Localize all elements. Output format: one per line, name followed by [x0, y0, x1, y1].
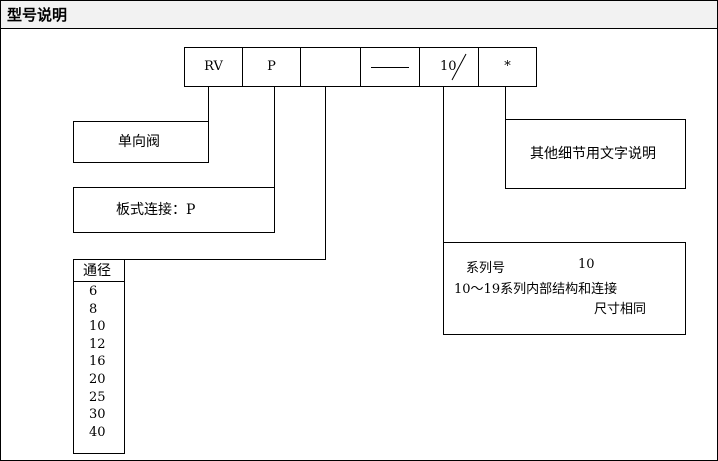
- diameter-item: 40: [89, 424, 106, 440]
- other-detail-label: 其他细节用文字说明: [530, 146, 656, 162]
- connector-detail: [505, 87, 506, 119]
- diameter-list: 6 8 10 12 16 20 25 30 40: [74, 283, 124, 441]
- diameter-item: 25: [89, 389, 106, 405]
- diameter-item: 20: [89, 371, 106, 387]
- page-title: 型号说明: [1, 1, 717, 29]
- code-cell-diameter: [300, 47, 361, 87]
- valve-type-label: 单向阀: [118, 134, 160, 150]
- connection-label: 板式连接：P: [116, 202, 196, 218]
- code-cell-series: 10: [419, 47, 479, 87]
- code-cell-p: P: [242, 47, 301, 87]
- series-note-line2: 尺寸相同: [594, 302, 647, 317]
- series-note-line1: 10～19系列内部结构和连接: [454, 282, 618, 297]
- connector-rv: [208, 87, 209, 121]
- diameter-title: 通径: [74, 260, 124, 282]
- diameter-item: 12: [89, 336, 106, 352]
- diameter-item: 8: [89, 301, 98, 317]
- connector-series: [443, 87, 444, 242]
- other-detail-box: 其他细节用文字说明: [505, 119, 686, 189]
- connector-p: [274, 87, 275, 187]
- code-cell-dash: [360, 47, 420, 87]
- connection-box: 板式连接：P: [73, 187, 275, 233]
- code-cell-detail: *: [478, 47, 537, 87]
- valve-type-box: 单向阀: [73, 121, 209, 163]
- diameter-item: 30: [89, 407, 106, 423]
- connector-diameter-h: [124, 259, 326, 260]
- series-box: 系列号 10 10～19系列内部结构和连接 尺寸相同: [443, 242, 686, 335]
- diameter-item: 10: [89, 319, 106, 335]
- code-cell-rv: RV: [184, 47, 243, 87]
- connector-diameter-v: [325, 87, 326, 259]
- dash-mark: [371, 67, 409, 68]
- series-label: 系列号: [466, 261, 506, 276]
- diameter-box: 通径: [73, 259, 125, 454]
- slash-mark: [451, 53, 467, 81]
- diameter-item: 6: [89, 284, 98, 299]
- diameter-item: 16: [89, 354, 106, 370]
- code-cell-series-text: 10: [440, 59, 457, 74]
- series-value: 10: [578, 257, 595, 272]
